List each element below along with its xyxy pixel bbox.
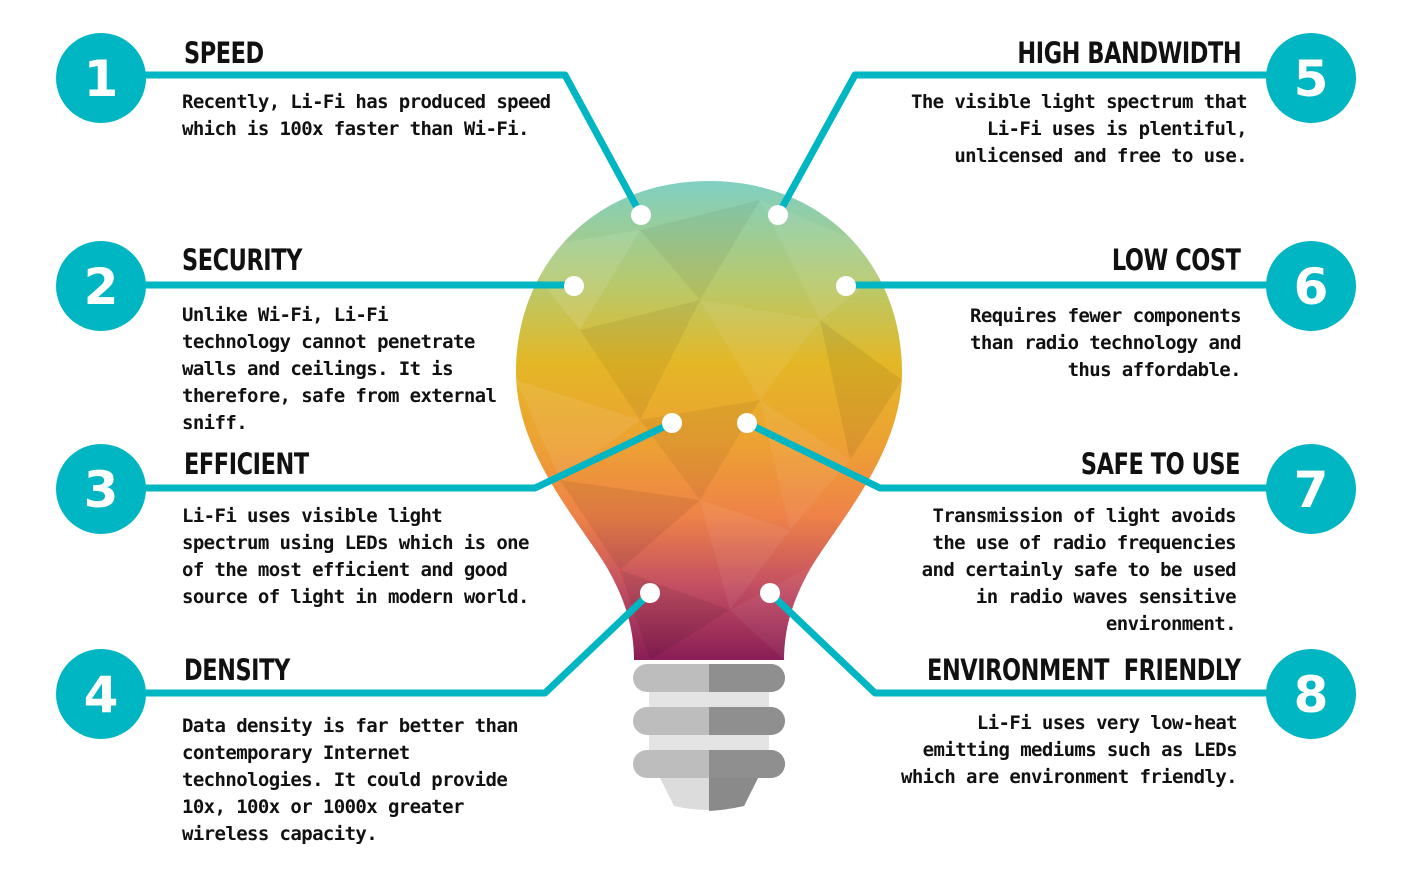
connector-lines bbox=[100, 71, 1311, 697]
feature-title-density: DENSITY bbox=[184, 653, 290, 687]
feature-text-efficient: Li-Fi uses visible light spectrum using … bbox=[182, 505, 529, 608]
badge-number-2: 2 bbox=[84, 258, 119, 316]
feature-title-high-bandwidth: HIGH BANDWIDTH bbox=[1017, 36, 1241, 70]
badge-1 bbox=[56, 33, 146, 123]
connector-line-3 bbox=[100, 419, 674, 492]
badge-5 bbox=[1266, 33, 1356, 123]
connector-dots bbox=[564, 205, 856, 603]
badge-number-8: 8 bbox=[1294, 666, 1329, 724]
dot-2 bbox=[564, 276, 584, 296]
badge-6 bbox=[1266, 241, 1356, 331]
badge-7 bbox=[1266, 444, 1356, 534]
connector-line-4 bbox=[100, 590, 653, 697]
badge-3 bbox=[56, 444, 146, 534]
connector-line-1 bbox=[100, 71, 645, 217]
badge-number-7: 7 bbox=[1294, 461, 1329, 519]
feature-text-safe-to-use: Transmission of light avoids the use of … bbox=[921, 505, 1237, 635]
badge-number-3: 3 bbox=[84, 461, 119, 519]
bulb-glass bbox=[516, 181, 902, 660]
badge-8 bbox=[1266, 649, 1356, 739]
badge-number-1: 1 bbox=[84, 50, 119, 108]
badge-number-5: 5 bbox=[1294, 50, 1329, 108]
feature-text-density: Data density is far better than contempo… bbox=[182, 715, 519, 845]
feature-title-safe-to-use: SAFE TO USE bbox=[1080, 447, 1241, 481]
number-badges: 1 2 3 4 5 6 7 8 bbox=[56, 33, 1356, 739]
dot-5 bbox=[768, 205, 788, 225]
feature-text-speed: Recently, Li-Fi has produced speed which… bbox=[182, 91, 551, 140]
feature-title-low-cost: LOW COST bbox=[1112, 243, 1241, 277]
connector-line-7 bbox=[745, 419, 1311, 492]
feature-text-low-cost: Requires fewer components than radio tec… bbox=[970, 305, 1242, 381]
feature-title-security: SECURITY bbox=[182, 243, 302, 277]
dot-8 bbox=[760, 583, 780, 603]
feature-text-high-bandwidth: The visible light spectrum that Li-Fi us… bbox=[910, 91, 1248, 167]
dot-1 bbox=[631, 205, 651, 225]
badge-number-4: 4 bbox=[84, 666, 119, 724]
bulb-base bbox=[633, 664, 785, 811]
badge-2 bbox=[56, 241, 146, 331]
feature-text-environment-friendly: Li-Fi uses very low-heat emitting medium… bbox=[900, 712, 1238, 788]
badge-number-6: 6 bbox=[1294, 258, 1329, 316]
dot-6 bbox=[836, 276, 856, 296]
feature-title-efficient: EFFICIENT bbox=[184, 447, 309, 481]
connector-line-8 bbox=[767, 590, 1311, 697]
badge-4 bbox=[56, 649, 146, 739]
dot-3 bbox=[662, 413, 682, 433]
feature-text-security: Unlike Wi-Fi, Li-Fi technology cannot pe… bbox=[182, 304, 497, 434]
feature-title-speed: SPEED bbox=[184, 36, 264, 70]
connector-line-5 bbox=[774, 71, 1311, 217]
feature-title-environment-friendly: ENVIRONMENT FRIENDLY bbox=[927, 653, 1241, 687]
dot-4 bbox=[640, 583, 660, 603]
dot-7 bbox=[737, 413, 757, 433]
